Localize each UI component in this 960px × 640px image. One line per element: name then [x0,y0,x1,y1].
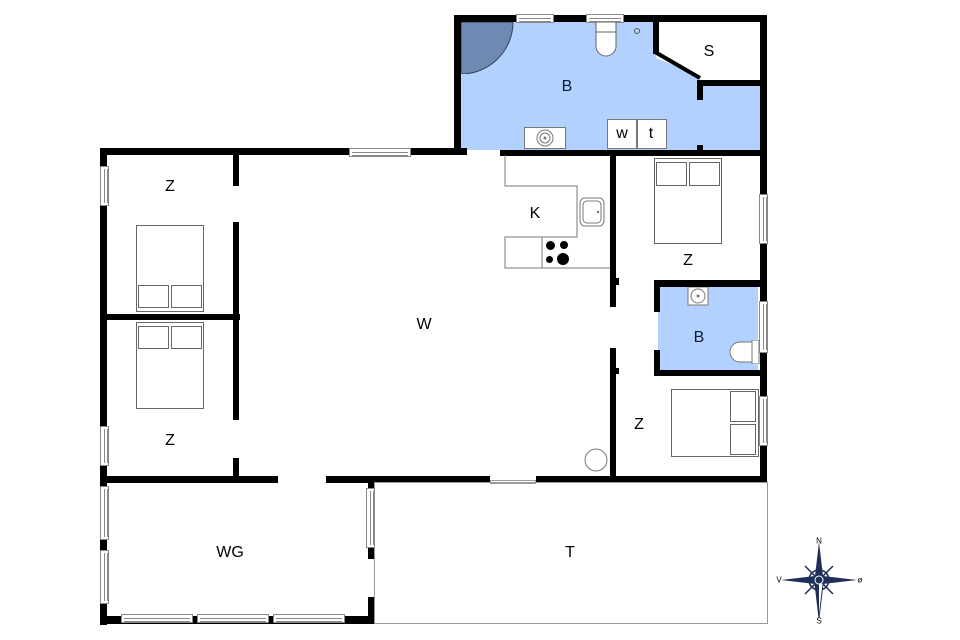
sink-icon [687,287,709,306]
wall [610,152,616,307]
window [121,614,193,623]
stove-burner [546,256,553,263]
compass-rose-icon [781,542,857,619]
window [197,614,269,623]
wall [326,476,490,483]
window [100,426,109,466]
window [759,301,768,353]
washer-label: w [616,125,628,142]
pillow [171,285,202,308]
wall [368,480,375,492]
wall [368,597,375,624]
kitchen-sink-icon [579,197,605,227]
room-label-terrace: T [565,544,575,561]
dryer-label: t [648,125,654,142]
window [100,166,109,206]
washer-button [607,119,637,149]
wall [654,350,660,375]
wall [233,458,239,480]
shower-icon [461,22,514,74]
wall [233,222,239,420]
wall [615,278,619,285]
compass: N S V ø [775,535,865,630]
wall [654,370,767,376]
stove-burner [560,241,568,249]
sink-icon [536,129,554,147]
toilet-icon [595,22,617,57]
wall [368,548,375,559]
window [759,396,768,446]
room-label-bedroom-top-right: Z [683,252,693,269]
window [100,550,109,604]
wall [760,15,767,480]
pillow [171,326,202,349]
wall [500,150,767,156]
wall [100,314,240,320]
wall [610,348,616,480]
window [366,488,375,548]
compass-north: N [816,536,822,546]
room-label-kitchen: K [529,205,541,222]
window [759,194,768,244]
wall [653,50,702,80]
room-label-bedroom-bottom-right: Z [634,416,644,433]
wall [697,80,760,86]
wall [697,80,703,100]
window [516,14,554,23]
pillow [730,391,756,422]
compass-west: V [776,575,782,585]
kitchen-counter [504,155,610,269]
terrace-outline [374,482,768,624]
pillow [138,326,169,349]
pillow [656,162,687,186]
window [273,614,345,623]
wall [454,15,461,155]
toilet-icon [729,340,760,364]
room-label-bathroom-small: B [693,329,705,346]
compass-east: ø [857,575,863,585]
room-label-bathroom-main: B [561,78,573,95]
wall [653,22,659,54]
drain-icon [634,28,640,34]
room-label-storage: S [703,43,715,60]
room-label-bedroom-top-left: Z [165,178,175,195]
pillow [730,424,756,455]
pillow [138,285,169,308]
room-label-bedroom-bottom-left: Z [165,432,175,449]
terrace-door[interactable] [490,480,536,484]
wall [536,476,767,483]
stove-burner [557,253,569,265]
wall [615,368,619,374]
wall [100,148,467,155]
window [100,486,109,540]
window [349,148,411,157]
pillow [689,162,720,186]
wall [697,145,703,153]
room-label-winter-garden: WG [216,544,244,561]
room-label-living: W [416,316,432,333]
wall [654,280,660,312]
stove-circle-icon [584,448,608,472]
dryer-button [637,119,667,149]
wall [654,280,767,287]
wall [100,476,278,483]
wall [233,148,239,186]
compass-south: S [816,616,822,626]
stove-burner [546,241,555,250]
